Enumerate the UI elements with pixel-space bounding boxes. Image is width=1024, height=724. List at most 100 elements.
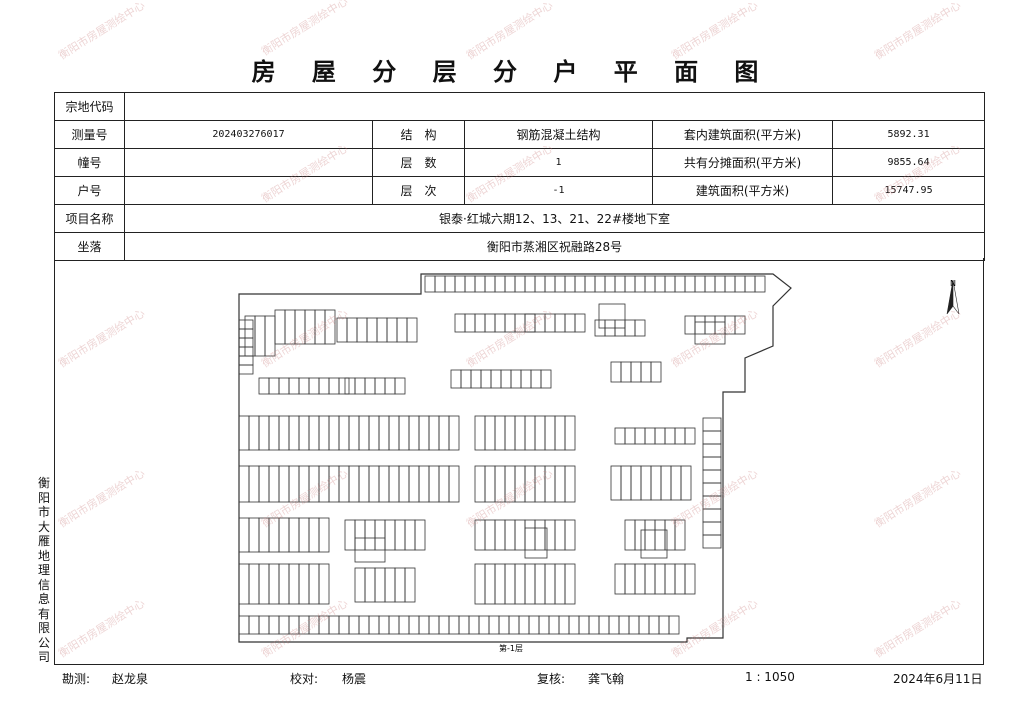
parking-space: [318, 517, 330, 553]
parking-space: [288, 517, 300, 553]
parking-space: [258, 615, 270, 635]
watermark-text: 衡阳市房屋测绘中心: [259, 0, 351, 59]
parking-space: [244, 315, 256, 357]
parking-space: [338, 465, 350, 503]
parking-space: [702, 469, 722, 484]
parking-space: [238, 346, 254, 357]
parking-space: [534, 275, 546, 293]
parking-space: [238, 328, 254, 339]
censhu-value: 1: [464, 148, 653, 177]
parking-space: [554, 563, 566, 605]
parking-space: [488, 615, 500, 635]
parking-space: [514, 313, 526, 333]
parking-space: [448, 465, 460, 503]
parking-space: [694, 315, 706, 335]
parking-space: [474, 465, 486, 503]
parking-space: [578, 615, 590, 635]
parking-space: [514, 465, 526, 503]
parking-space: [318, 377, 330, 395]
floor-label: 第-1层: [499, 643, 523, 653]
parking-space: [702, 495, 722, 510]
parking-space: [524, 415, 536, 451]
parking-space: [298, 415, 310, 451]
zhuang-label: 幢号: [54, 148, 125, 177]
parking-space: [318, 615, 330, 635]
parking-space: [588, 615, 600, 635]
parking-space: [414, 519, 426, 551]
parking-space: [308, 415, 320, 451]
parking-space: [238, 415, 250, 451]
page-title: 房 屋 分 层 分 户 平 面 图: [251, 58, 773, 86]
parking-space: [298, 465, 310, 503]
parking-space: [658, 615, 670, 635]
parking-space: [540, 369, 552, 389]
parking-space: [574, 313, 586, 333]
parking-space: [564, 519, 576, 551]
parking-space: [734, 315, 746, 335]
parking-space: [604, 275, 616, 293]
parking-space: [288, 615, 300, 635]
parking-space: [278, 415, 290, 451]
parking-space: [238, 465, 250, 503]
parking-space: [554, 519, 566, 551]
parking-space: [238, 364, 254, 375]
parking-space: [428, 415, 440, 451]
table-row: 项目名称 银泰·红城六期12、13、21、22#楼地下室: [54, 204, 986, 233]
parking-space: [644, 275, 656, 293]
parking-space: [702, 521, 722, 536]
parking-space: [328, 415, 340, 451]
parking-space: [408, 615, 420, 635]
parking-space: [544, 313, 556, 333]
parking-space: [524, 563, 536, 605]
parking-space: [374, 567, 386, 603]
parking-space: [398, 465, 410, 503]
parking-space: [544, 465, 556, 503]
parking-space: [238, 517, 250, 553]
info-table: 宗地代码 测量号 202403276017 结 构 钢筋混凝土结构 套内建筑面积…: [54, 92, 986, 261]
parking-space: [610, 361, 622, 383]
parking-space: [418, 615, 430, 635]
parking-space: [384, 519, 396, 551]
parking-space: [702, 508, 722, 523]
parking-space: [298, 517, 310, 553]
parking-space: [470, 369, 482, 389]
parking-space: [534, 519, 546, 551]
zhuang-value: [124, 148, 373, 177]
parking-space: [654, 563, 666, 595]
parking-space: [268, 377, 280, 395]
parking-space: [494, 563, 506, 605]
parking-space: [394, 567, 406, 603]
parking-space: [288, 377, 300, 395]
parking-space: [354, 377, 366, 395]
parking-space: [460, 369, 472, 389]
parking-space: [650, 465, 662, 501]
parking-space: [494, 313, 506, 333]
parking-space: [398, 615, 410, 635]
parking-space: [534, 563, 546, 605]
parking-space: [554, 465, 566, 503]
parking-space: [338, 615, 350, 635]
parking-space: [338, 415, 350, 451]
parking-space: [354, 567, 366, 603]
table-row: 坐落 衡阳市蒸湘区祝融路28号: [54, 232, 986, 261]
parking-space: [620, 465, 632, 501]
parking-space: [368, 465, 380, 503]
parking-space: [630, 465, 642, 501]
floor-plan: 第-1层 N: [238, 273, 960, 653]
parking-space: [504, 465, 516, 503]
gongyou-value: 9855.64: [831, 148, 986, 177]
parking-space: [278, 615, 290, 635]
jiegou-value: 钢筋混凝土结构: [464, 120, 653, 149]
parking-space: [634, 319, 646, 337]
parking-space: [354, 519, 366, 551]
parking-space: [624, 519, 636, 551]
parking-space: [498, 615, 510, 635]
parking-space: [634, 563, 646, 595]
parking-space: [254, 315, 266, 357]
parking-space: [424, 275, 436, 293]
parking-space: [524, 527, 548, 559]
parking-space: [620, 361, 632, 383]
parking-space: [668, 615, 680, 635]
parking-space: [406, 317, 418, 343]
parking-space: [268, 415, 280, 451]
